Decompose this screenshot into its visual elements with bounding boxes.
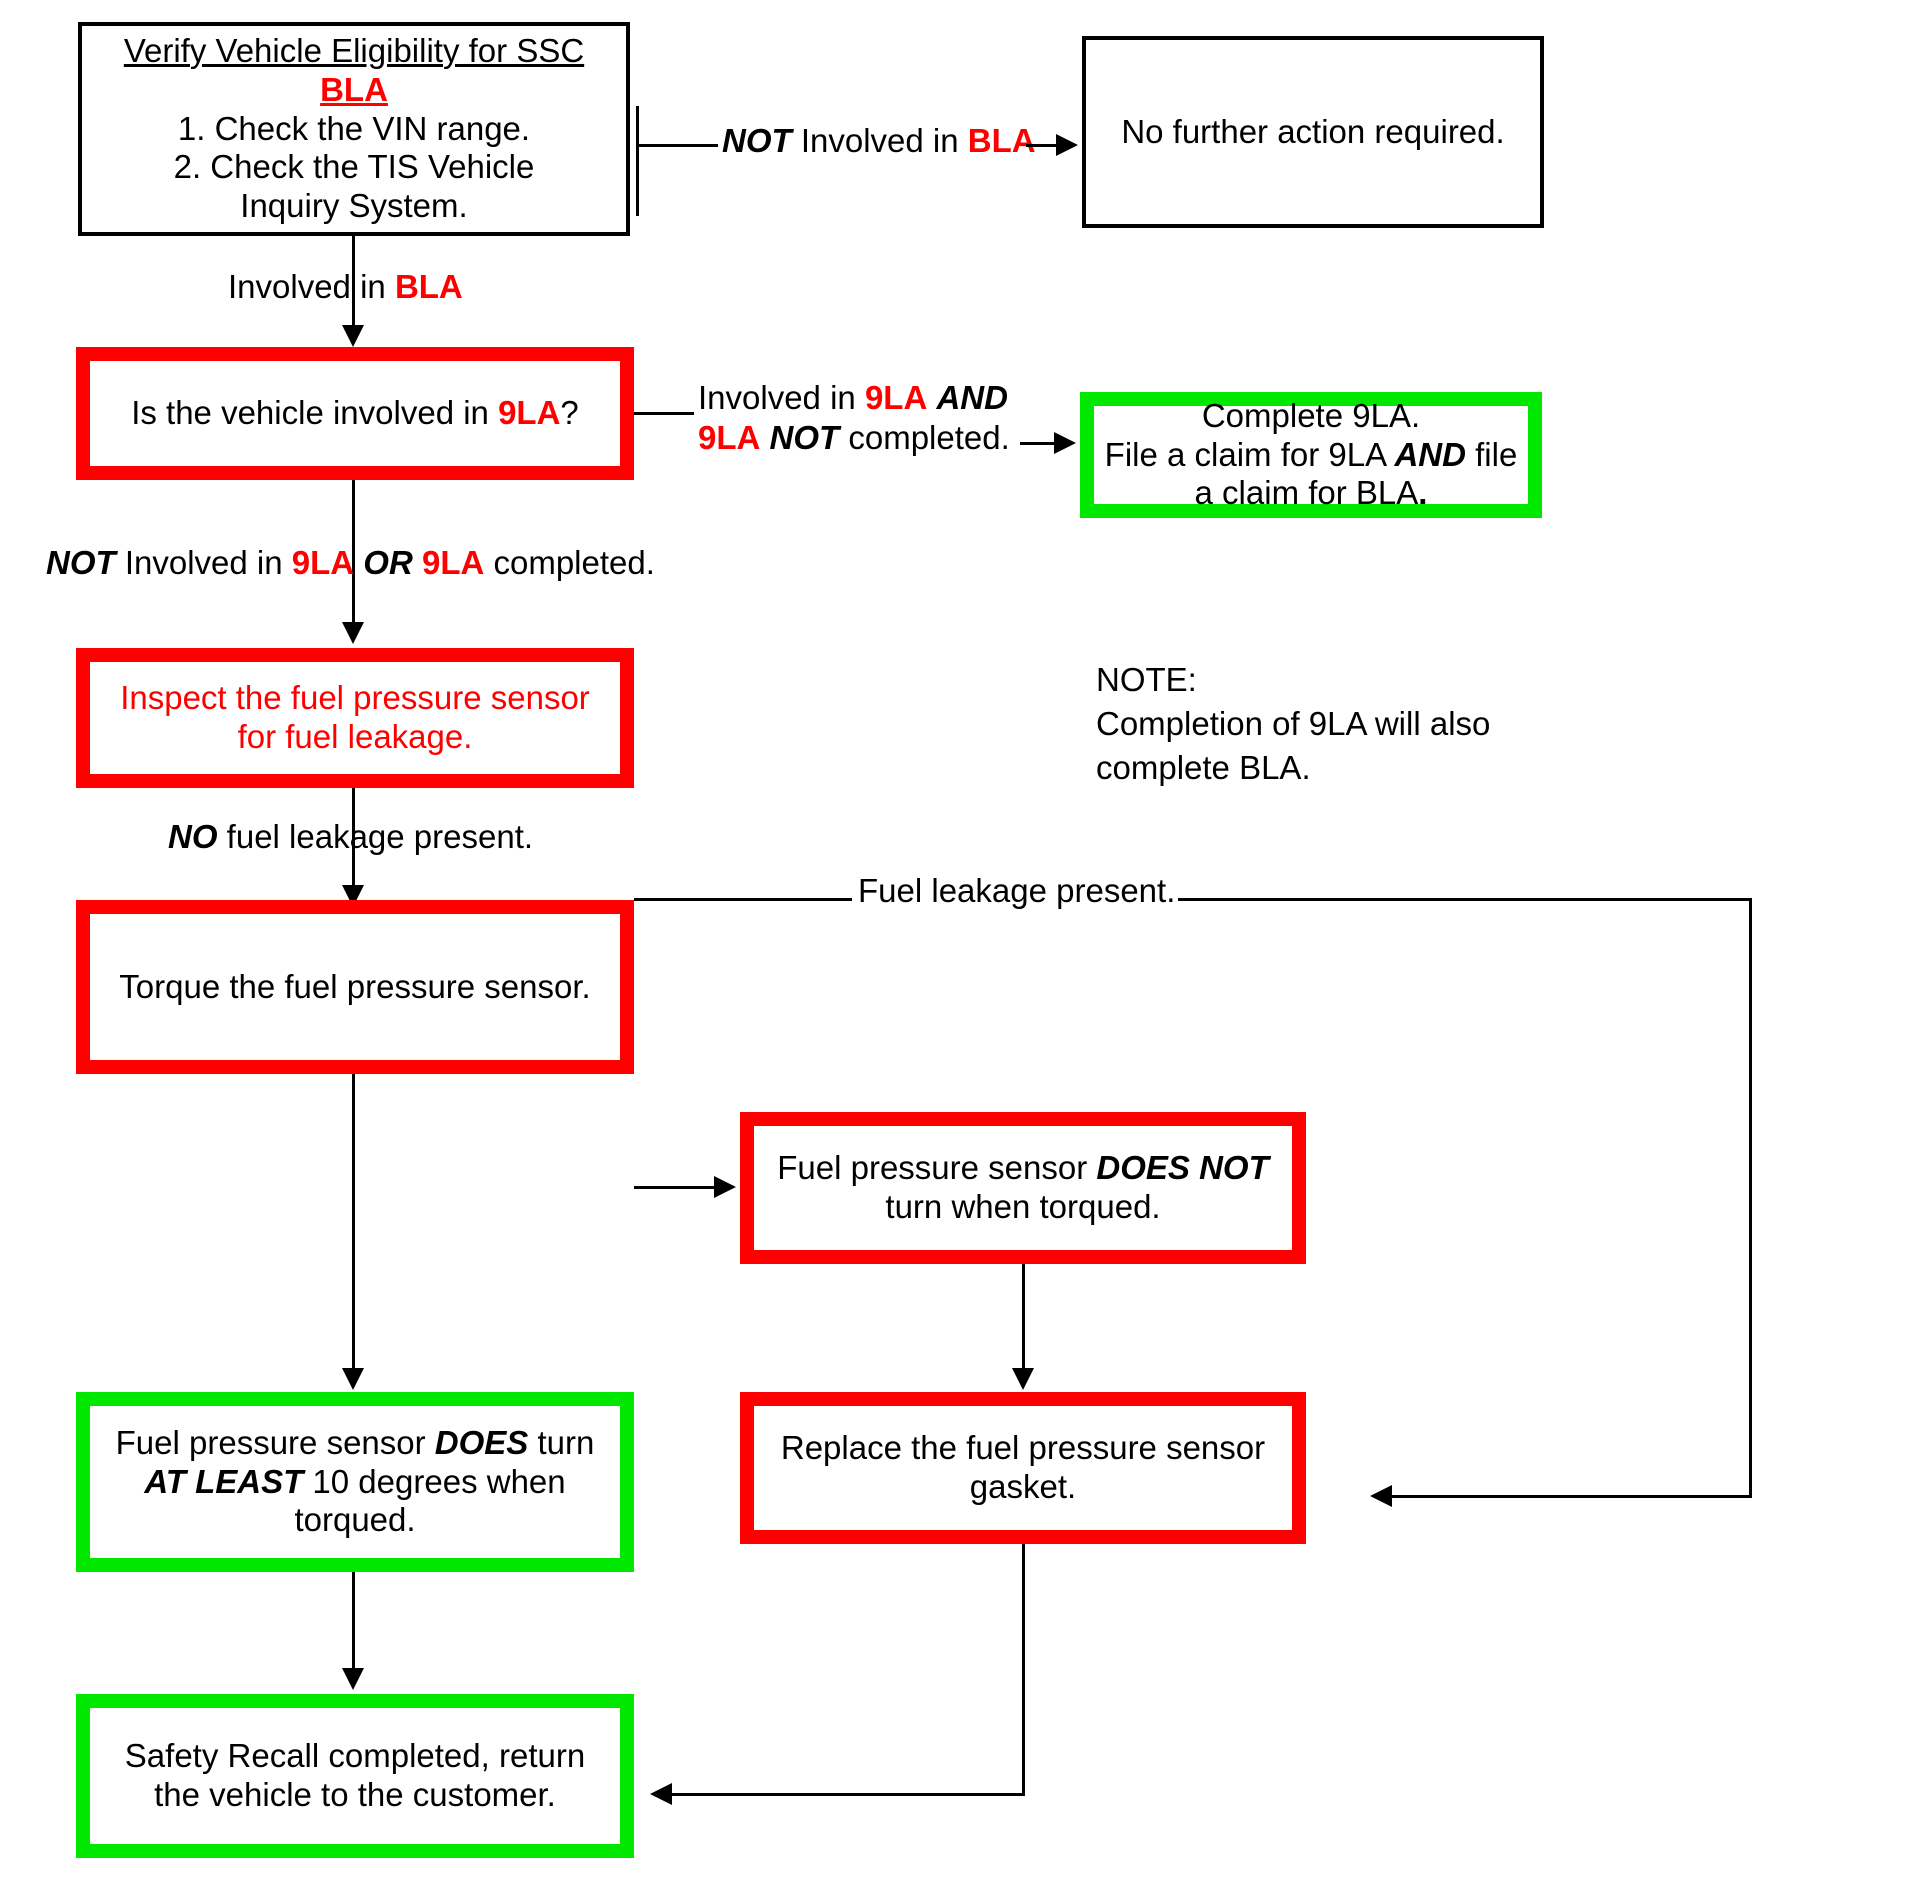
completed-line-2: the vehicle to the customer. bbox=[154, 1776, 556, 1813]
complete-9la-line1: Complete 9LA. bbox=[1201, 396, 1421, 434]
edge-label-involved-bla: Involved in BLA bbox=[228, 268, 463, 305]
completed-line-1: Safety Recall completed, return bbox=[124, 1737, 586, 1775]
node-replace-gasket[interactable]: Replace the fuel pressure sensor gasket. bbox=[740, 1392, 1306, 1544]
edge-label-involved-9la-and-not-completed: Involved in 9LA AND 9LA NOT completed. bbox=[698, 378, 1038, 459]
note-block: NOTE: Completion of 9LA will also comple… bbox=[1096, 658, 1490, 790]
edge-gasket-to-completed-vert bbox=[1022, 1544, 1025, 1796]
arrowhead-to-complete-9la bbox=[1054, 432, 1076, 454]
node-torque-sensor[interactable]: Torque the fuel pressure sensor. bbox=[76, 900, 634, 1074]
does-not-turn-line-2: turn when torqued. bbox=[885, 1188, 1161, 1225]
verify-item-2-line2: Inquiry System. bbox=[240, 187, 468, 225]
edge-torque-to-doesturn-vert2 bbox=[352, 1074, 355, 1374]
node-inspect-fuel-pressure-sensor[interactable]: Inspect the fuel pressure sensor for fue… bbox=[76, 648, 634, 788]
node-verify-eligibility[interactable]: Verify Vehicle Eligibility for SSC BLA 1… bbox=[78, 22, 630, 236]
edge-label-9la-line1: Involved in 9LA AND bbox=[698, 379, 1008, 416]
note-line-2: Completion of 9LA will also bbox=[1096, 704, 1491, 742]
verify-heading: Verify Vehicle Eligibility for SSC bbox=[123, 31, 585, 69]
verify-code: BLA bbox=[320, 70, 388, 108]
node-safety-recall-completed[interactable]: Safety Recall completed, return the vehi… bbox=[76, 1694, 634, 1858]
edge-label-fuel-leakage-present: Fuel leakage present. bbox=[858, 872, 1176, 909]
edge-inspect-to-gasket-horz2 bbox=[1178, 898, 1752, 901]
edge-inspect-to-gasket-vert bbox=[1749, 898, 1752, 1498]
does-not-turn-line-1: Fuel pressure sensor DOES NOT bbox=[777, 1149, 1269, 1187]
arrowhead-to-no-action bbox=[1056, 134, 1078, 156]
edge-verify-to-noaction-horz2 bbox=[1026, 144, 1060, 147]
edge-is9la-to-complete-horz2 bbox=[1020, 442, 1058, 445]
note-line-1: NOTE: bbox=[1096, 661, 1197, 698]
arrowhead-to-does-turn bbox=[342, 1368, 364, 1390]
node-sensor-does-not-turn[interactable]: Fuel pressure sensor DOES NOT turn when … bbox=[740, 1112, 1306, 1264]
replace-gasket-line-2: gasket. bbox=[969, 1468, 1077, 1505]
complete-9la-line2: File a claim for 9LA AND file bbox=[1104, 435, 1518, 473]
edge-label-no-fuel-leakage: NO fuel leakage present. bbox=[168, 818, 534, 855]
note-line-3: complete BLA. bbox=[1096, 748, 1311, 786]
verify-item-1: 1. Check the VIN range. bbox=[177, 109, 531, 147]
edge-gasket-to-completed-horz bbox=[672, 1793, 1024, 1796]
edge-verify-to-noaction-horz1 bbox=[636, 144, 718, 147]
edge-is9la-to-complete-horz1 bbox=[634, 412, 694, 415]
arrowhead-to-does-not-turn bbox=[714, 1176, 736, 1198]
inspect-line-1: Inspect the fuel pressure sensor bbox=[120, 679, 590, 717]
does-turn-line-1: Fuel pressure sensor DOES turn bbox=[115, 1423, 595, 1461]
replace-gasket-line-1: Replace the fuel pressure sensor bbox=[780, 1429, 1266, 1467]
complete-9la-line3: a claim for BLA. bbox=[1194, 474, 1428, 512]
arrowhead-to-completed-left bbox=[650, 1783, 672, 1805]
edge-is9la-to-inspect-vert bbox=[352, 480, 355, 628]
node-complete-9la[interactable]: Complete 9LA. File a claim for 9LA AND f… bbox=[1080, 392, 1542, 518]
does-turn-line-2: AT LEAST 10 degrees when bbox=[144, 1462, 566, 1500]
edge-doesnotturn-to-gasket-vert bbox=[1022, 1264, 1025, 1374]
torque-text: Torque the fuel pressure sensor. bbox=[119, 967, 591, 1005]
inspect-line-2: for fuel leakage. bbox=[237, 718, 473, 755]
arrowhead-to-is-9la bbox=[342, 325, 364, 347]
node-sensor-does-turn[interactable]: Fuel pressure sensor DOES turn AT LEAST … bbox=[76, 1392, 634, 1572]
arrowhead-to-completed bbox=[342, 1668, 364, 1690]
edge-doesturn-to-completed-vert bbox=[352, 1572, 355, 1676]
edge-label-9la-line2: 9LA NOT completed. bbox=[698, 419, 1010, 457]
no-action-text: No further action required. bbox=[1121, 112, 1505, 150]
edge-label-not-involved-bla: NOT Involved in BLA bbox=[722, 122, 1036, 159]
edge-inspect-to-torque-vert bbox=[352, 788, 355, 900]
edge-inspect-to-gasket-horz1 bbox=[634, 898, 852, 901]
edge-torque-to-doesnotturn bbox=[634, 1186, 718, 1189]
edge-label-not-involved-9la-or-completed: NOT Involved in 9LA OR 9LA completed. bbox=[46, 544, 655, 581]
arrowhead-to-replace-gasket-top bbox=[1012, 1368, 1034, 1390]
arrowhead-to-inspect bbox=[342, 622, 364, 644]
does-turn-line-3: torqued. bbox=[294, 1501, 416, 1539]
node-no-further-action[interactable]: No further action required. bbox=[1082, 36, 1544, 228]
edge-verify-to-noaction-vert bbox=[636, 106, 639, 216]
arrowhead-to-replace-gasket-right bbox=[1370, 1485, 1392, 1507]
node-is-vehicle-involved-9la[interactable]: Is the vehicle involved in 9LA? bbox=[76, 347, 634, 480]
edge-inspect-to-gasket-horz3 bbox=[1392, 1495, 1752, 1498]
edge-verify-to-is9la-vert bbox=[352, 236, 355, 340]
verify-item-2-line1: 2. Check the TIS Vehicle bbox=[173, 148, 535, 186]
is-9la-text: Is the vehicle involved in 9LA? bbox=[131, 394, 579, 432]
